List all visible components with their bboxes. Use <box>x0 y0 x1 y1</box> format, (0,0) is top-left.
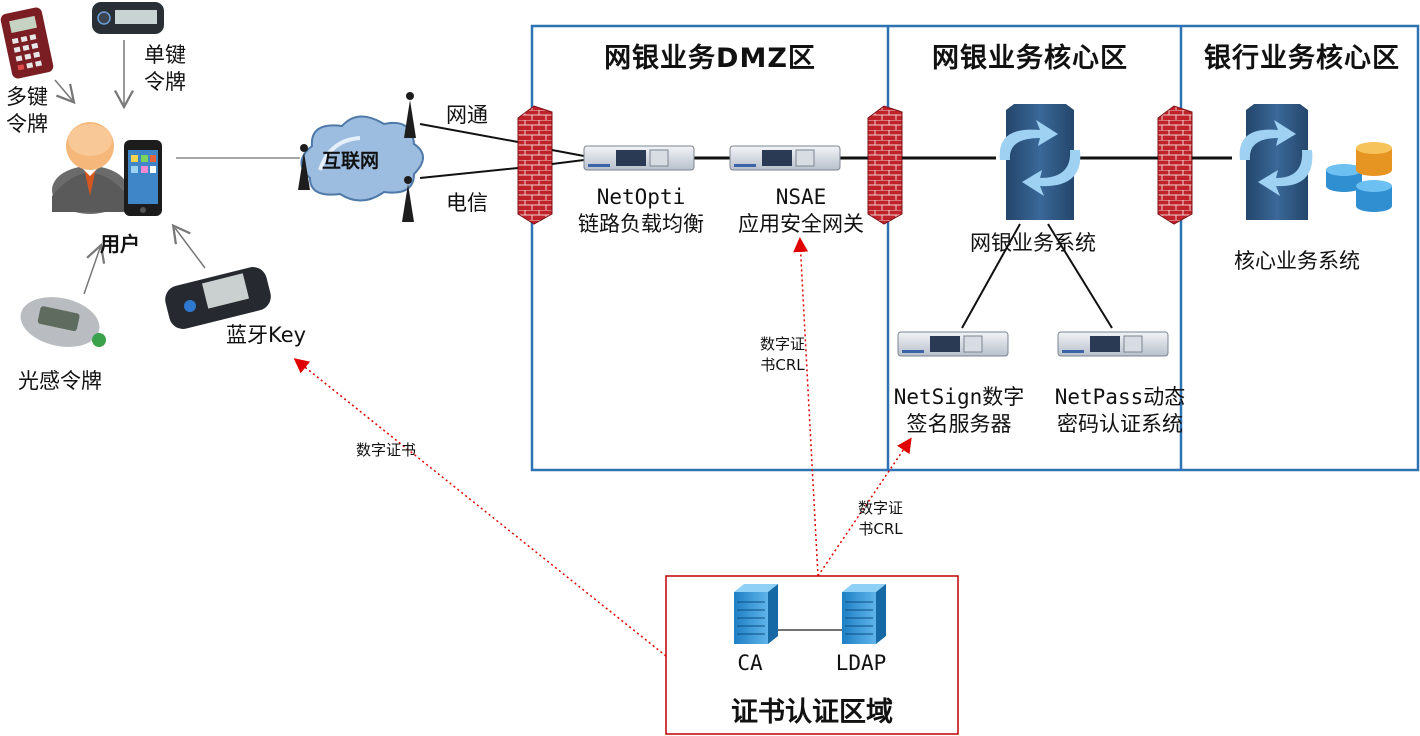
fw-netopti-link <box>551 159 585 165</box>
netpass-label: NetPass动态 密码认证系统 <box>1054 385 1186 436</box>
optical-token-label: 光感令牌 <box>18 369 102 393</box>
crl-arrow-netsign <box>817 437 912 577</box>
zone-title-dmz: 网银业务DMZ区 <box>604 43 816 74</box>
single-key-token-icon <box>92 2 164 34</box>
multi-key-arrow <box>54 79 76 105</box>
antenna-icon <box>298 92 416 222</box>
firewall-icon <box>517 105 553 225</box>
firewall-icon <box>1157 105 1193 225</box>
core-system-label: 核心业务系统 <box>1234 249 1360 273</box>
internet-label: 互联网 <box>322 150 380 172</box>
zone-title-bank-core: 银行业务核心区 <box>1204 43 1400 74</box>
netopti-label: NetOpti 链路负载均衡 <box>578 185 704 236</box>
bluetooth-key-arrow <box>171 223 206 269</box>
nsae-device-icon <box>729 145 841 171</box>
internet-cloud-icon <box>300 115 424 202</box>
isp-top-link <box>419 123 519 143</box>
nsae-label: NSAE 应用安全网关 <box>738 185 864 236</box>
bluetooth-key-icon <box>165 267 271 329</box>
cert-area-title: 证书认证区域 <box>731 697 893 728</box>
crl-arrow-nsae <box>793 237 819 577</box>
multi-key-token-label: 多键 令牌 <box>6 85 48 136</box>
optical-token-icon <box>20 297 106 347</box>
ca-server-icon <box>734 584 778 644</box>
user-avatar-icon <box>52 122 128 214</box>
crl-flow-label-netsign: 数字证 书CRL <box>858 499 904 538</box>
netbank-switch-icon <box>999 104 1081 220</box>
netpass-device-icon <box>1057 331 1169 357</box>
optical-token-arrow <box>83 242 106 295</box>
cert-flow-label-bluetooth: 数字证书 <box>356 441 417 459</box>
database-icon <box>1326 142 1392 212</box>
core-switch-icon <box>1239 104 1313 220</box>
netsign-label: NetSign数字 签名服务器 <box>893 385 1025 436</box>
zone-frames <box>530 24 1420 735</box>
firewall-icon <box>867 105 903 225</box>
ldap-server-icon <box>842 584 886 644</box>
smartphone-icon <box>124 140 162 216</box>
isp-bottom-link <box>419 167 519 179</box>
netbank-system-label: 网银业务系统 <box>970 231 1096 255</box>
user-label: 用户 <box>100 232 140 256</box>
netopti-device-icon <box>583 145 695 171</box>
netbank-netsign-link <box>961 223 1021 329</box>
fw-netopti-link <box>551 149 585 157</box>
single-key-token-label: 单键 令牌 <box>144 43 186 94</box>
netsign-device-icon <box>897 331 1009 357</box>
zone-title-netbank-core: 网银业务核心区 <box>932 43 1128 74</box>
ldap-label: LDAP <box>835 651 887 675</box>
isp-top-label: 网通 <box>446 103 488 127</box>
netbank-netpass-link <box>1047 223 1113 329</box>
ca-label: CA <box>737 651 763 675</box>
multi-key-token-icon <box>0 7 54 79</box>
crl-flow-label-nsae: 数字证 书CRL <box>760 335 806 374</box>
cert-arrow-bluetooth <box>293 358 667 657</box>
bluetooth-key-label: 蓝牙Key <box>226 323 307 347</box>
isp-bottom-label: 电信 <box>446 191 488 215</box>
